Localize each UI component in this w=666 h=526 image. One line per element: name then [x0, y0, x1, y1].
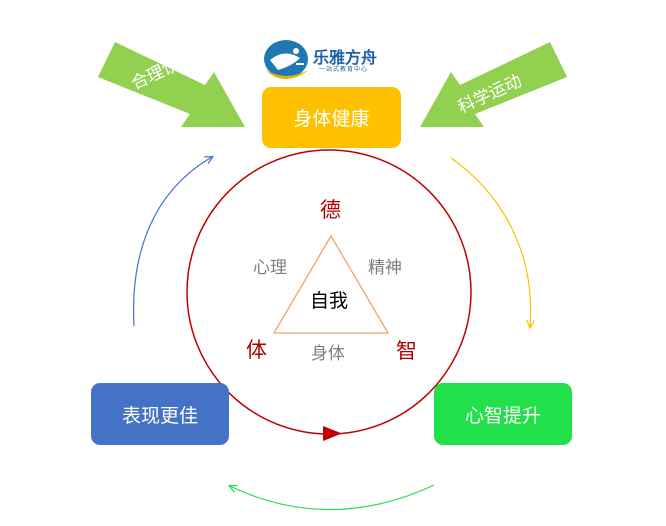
cycle-arrow-blue: [132, 157, 212, 327]
body-label: 身体: [311, 344, 345, 364]
diet-arrow: [98, 42, 245, 127]
health-label: 身体健康: [293, 108, 370, 130]
health-box: 身体健康: [262, 87, 401, 148]
intellect-label: 智: [396, 339, 417, 363]
logo-tagline: 一站式教育中心: [319, 66, 369, 73]
logo-icon: [264, 40, 308, 79]
circle-direction-arrow: [323, 426, 342, 441]
exercise-arrow: [420, 42, 567, 127]
cycle-arrow-yellow: [450, 157, 531, 327]
mind-box: 心智提升: [434, 383, 572, 445]
performance-label: 表现更佳: [121, 404, 198, 427]
cycle-arrow-green: [230, 484, 435, 511]
physique-label: 体: [246, 338, 267, 362]
psychology-label: 心理: [253, 258, 287, 278]
logo-name: 乐雅方舟: [313, 48, 378, 67]
virtue-label: 德: [320, 198, 341, 222]
self-label: 自我: [310, 290, 349, 312]
self-triangle: [272, 234, 390, 334]
performance-box: 表现更佳: [91, 383, 229, 445]
spirit-label: 精神: [368, 258, 402, 278]
mind-label: 心智提升: [464, 404, 541, 427]
